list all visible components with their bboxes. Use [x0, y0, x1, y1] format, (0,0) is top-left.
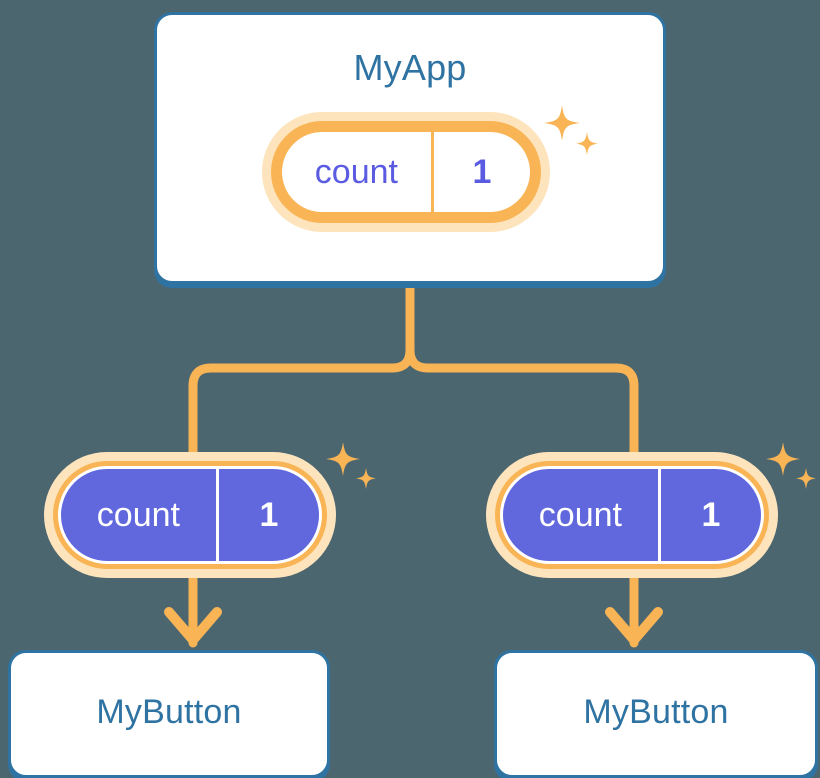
component-card-mybutton-right[interactable]: MyButton: [494, 650, 818, 778]
state-pill-right[interactable]: count 1: [486, 452, 778, 578]
pill-body: count 1: [282, 132, 530, 212]
card-title-myapp: MyApp: [353, 47, 467, 88]
state-key: count: [314, 152, 398, 191]
component-card-mybutton-left[interactable]: MyButton: [8, 650, 330, 778]
wire-root-to-right-state: [405, 283, 639, 461]
state-key: count: [538, 495, 622, 534]
arrow-down-icon-left: [164, 607, 222, 645]
state-value: 1: [657, 469, 761, 561]
state-value: 1: [430, 132, 530, 212]
arrow-down-icon-right: [605, 607, 663, 645]
state-pill-root[interactable]: count 1: [262, 112, 550, 232]
pill-body: count 1: [58, 466, 322, 564]
card-title-mybutton-right: MyButton: [583, 693, 729, 731]
state-value: 1: [215, 469, 319, 561]
wire-root-to-left-state: [188, 283, 415, 461]
state-key: count: [96, 495, 180, 534]
state-pill-left[interactable]: count 1: [44, 452, 336, 578]
pill-body: count 1: [500, 466, 764, 564]
card-title-mybutton-left: MyButton: [96, 693, 242, 731]
